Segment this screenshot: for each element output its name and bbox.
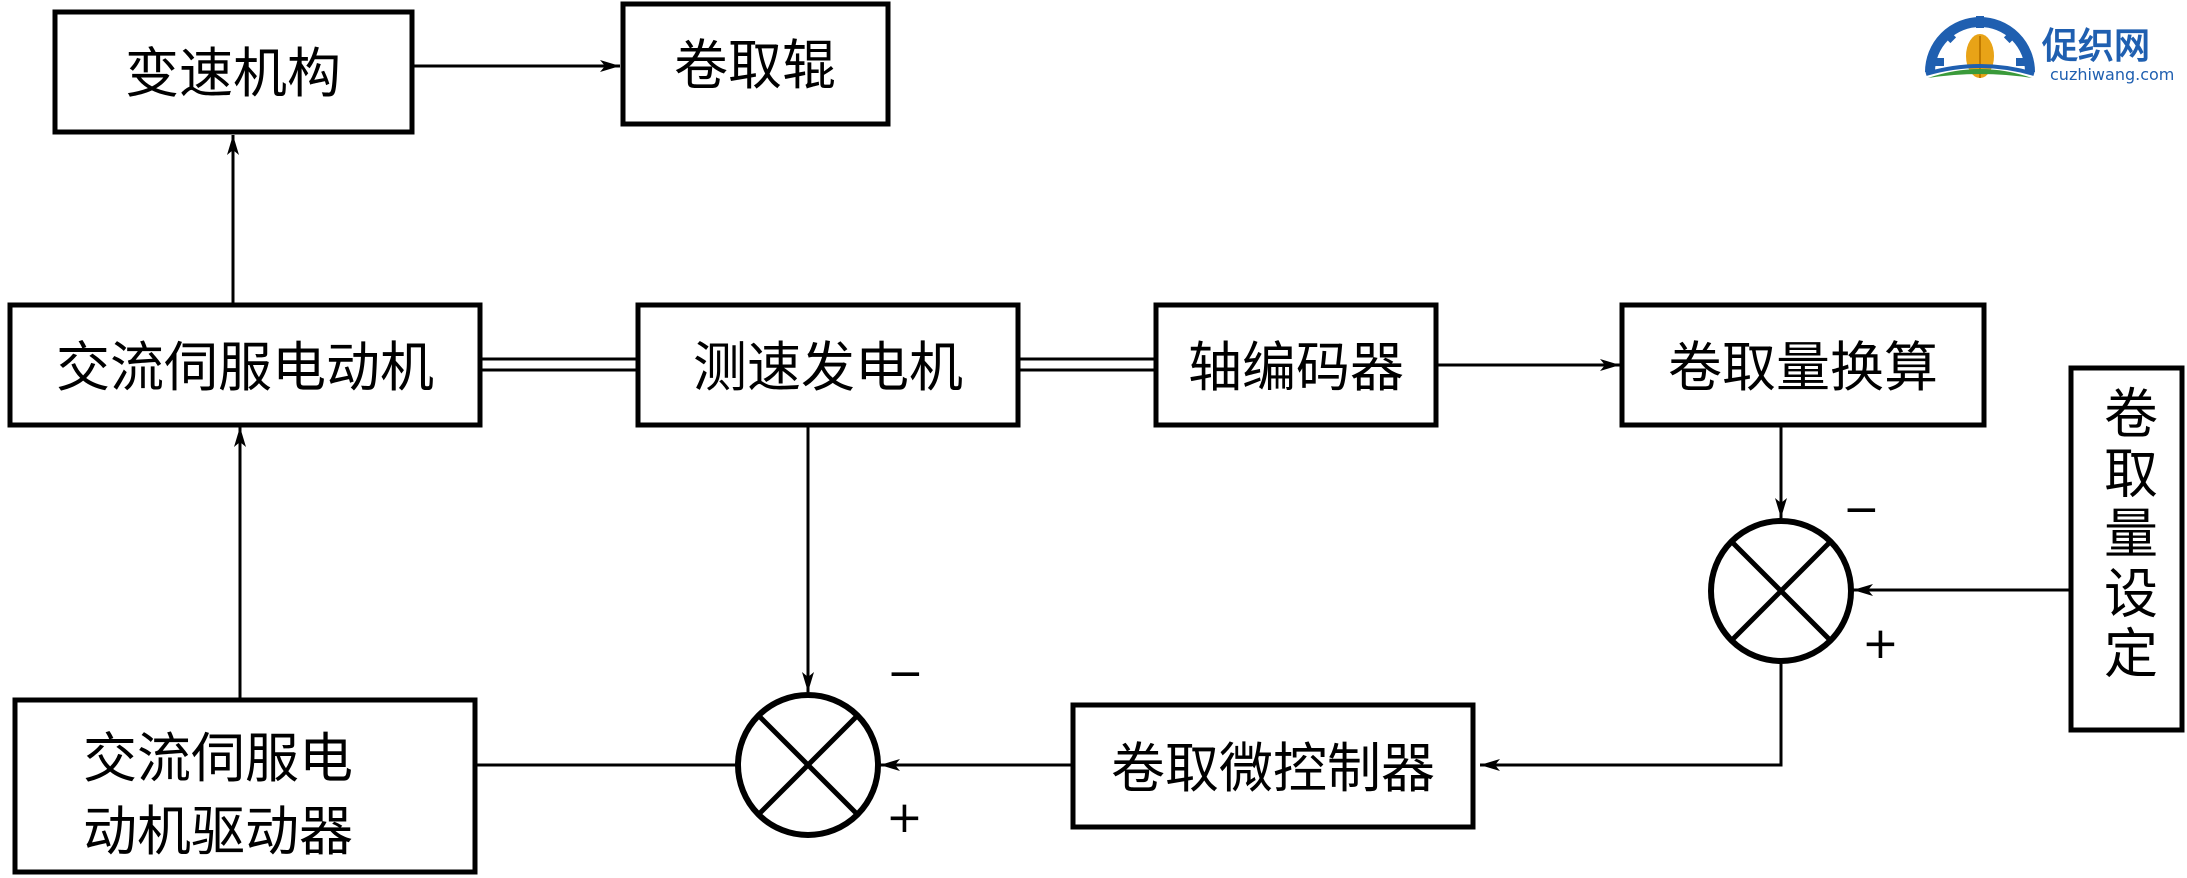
block-shaft-encoder: 轴编码器	[1153, 302, 1439, 428]
block-ac-servo-motor: 交流伺服电动机	[7, 302, 483, 428]
watermark-logo: 促织网 cuzhiwang.com	[1925, 16, 2174, 84]
watermark-url: cuzhiwang.com	[2050, 65, 2174, 84]
gear-icon	[1925, 16, 2035, 73]
block-takeup-conversion: 卷取量换算	[1619, 302, 1987, 428]
block-shaft-encoder-label: 轴编码器	[1188, 336, 1404, 399]
block-tachogenerator-label: 测速发电机	[693, 336, 963, 399]
block-ac-servo-motor-label: 交流伺服电动机	[56, 336, 434, 399]
block-takeup-microcontroller: 卷取微控制器	[1070, 702, 1476, 830]
watermark-brand: 促织网	[2041, 26, 2150, 67]
block-gearbox-label: 变速机构	[125, 42, 341, 105]
block-takeup-conversion-label: 卷取量换算	[1668, 336, 1938, 399]
leaf-icon	[1928, 69, 2032, 78]
sum2-plus-sign: +	[1862, 618, 1899, 669]
block-takeup-microcontroller-label: 卷取微控制器	[1111, 737, 1435, 800]
arrow-sum2-to-controller	[1480, 664, 1783, 771]
block-servo-driver-label-line2: 动机驱动器	[83, 800, 353, 863]
block-gearbox: 变速机构	[52, 9, 415, 135]
block-takeup-setting: 卷取量设定	[2068, 365, 2185, 733]
block-takeup-roller-label: 卷取辊	[674, 34, 836, 97]
sum1-plus-sign: +	[886, 792, 923, 843]
block-servo-driver-label-line1: 交流伺服电	[83, 727, 353, 790]
sum2-minus-sign: −	[1843, 484, 1880, 535]
summing-junction-1	[735, 692, 881, 838]
block-takeup-roller: 卷取辊	[620, 1, 891, 127]
summing-junction-2	[1708, 518, 1854, 664]
block-servo-driver: 交流伺服电 动机驱动器	[12, 697, 478, 875]
sum1-minus-sign: −	[887, 648, 924, 699]
block-tachogenerator: 测速发电机	[635, 302, 1021, 428]
block-takeup-setting-label: 卷取量设定	[2095, 385, 2158, 685]
